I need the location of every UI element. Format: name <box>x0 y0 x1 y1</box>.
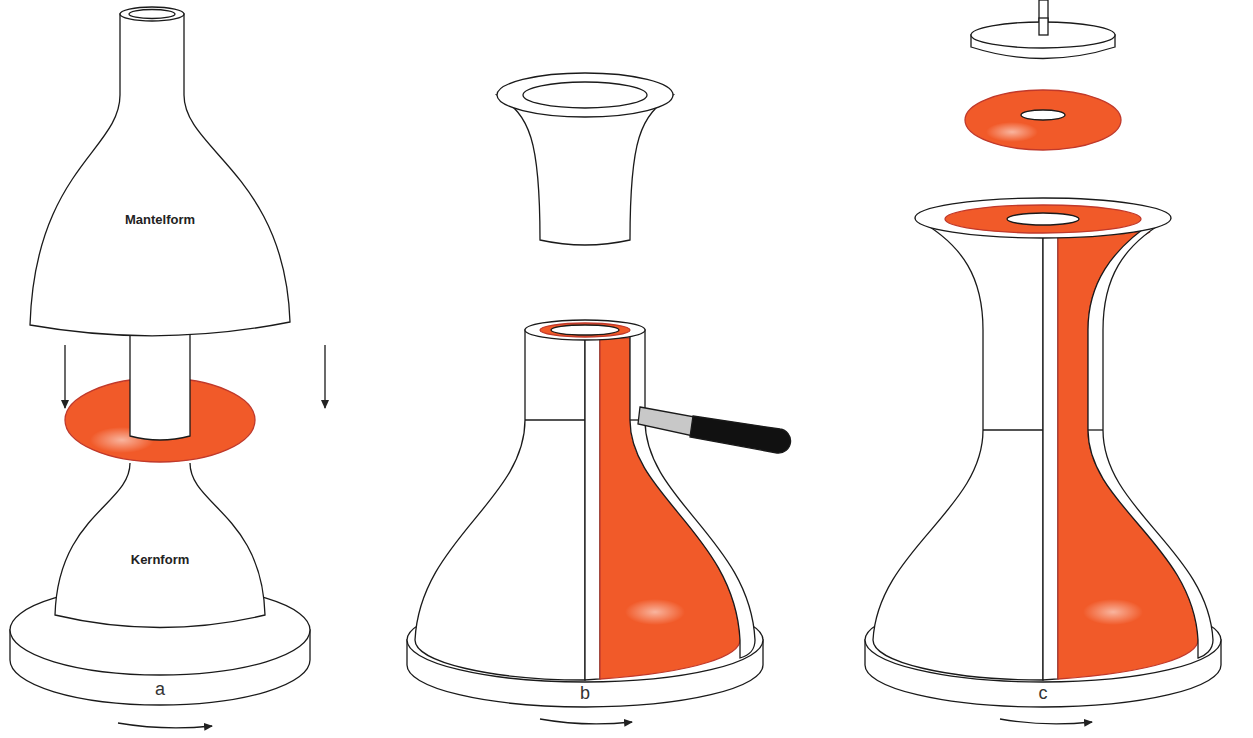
drawing-path <box>55 463 265 628</box>
drawing-path <box>585 330 600 680</box>
drawing-path <box>1088 218 1213 658</box>
drawing-ellipse <box>540 323 630 337</box>
drawing-path <box>638 407 695 436</box>
mantle-mould: Mantelform <box>25 0 300 350</box>
drawing-ellipse <box>1007 213 1079 225</box>
drawing-line <box>983 429 1043 430</box>
drawing-line <box>324 345 325 408</box>
drawing-ellipse <box>129 10 175 19</box>
panel-a-parts <box>10 316 325 728</box>
drawing-path <box>630 330 755 658</box>
drawing-path <box>55 463 265 628</box>
drawing-ellipse <box>625 599 685 625</box>
drawing-ellipse <box>497 73 673 117</box>
drawing-ellipse <box>523 82 647 108</box>
drawing-path <box>690 416 791 453</box>
drawing-path <box>873 218 1043 680</box>
drawing-line <box>64 345 65 408</box>
part-name: Kernform <box>131 552 190 568</box>
drawing-path <box>130 322 190 440</box>
drawing-ellipse <box>915 198 1171 238</box>
drawing-line <box>1088 429 1103 430</box>
panel-b-parts <box>407 73 791 724</box>
drawing-path <box>1058 232 1198 679</box>
panel-c-parts <box>865 0 1221 724</box>
drawing-ellipse <box>945 205 1141 233</box>
drawing-rect <box>1039 18 1048 35</box>
part-name: Mantelform <box>125 212 195 228</box>
drawing-path <box>1043 218 1058 680</box>
drawing-line <box>525 419 585 420</box>
core-mould-outline <box>50 460 270 632</box>
drawing-path <box>1000 719 1092 724</box>
drawing-ellipse <box>1021 110 1065 120</box>
panel-letter: a <box>155 680 165 700</box>
panel-letter: b <box>580 684 590 704</box>
panel-letter: c <box>1039 684 1048 704</box>
drawing-ellipse <box>120 7 184 21</box>
mantle-mould-outline <box>25 0 300 350</box>
drawing-path <box>540 719 632 724</box>
drawing-path <box>415 330 585 680</box>
core-mould: Kernform <box>50 460 270 632</box>
drawing-path <box>118 723 212 728</box>
drawing-path <box>30 14 290 336</box>
drawing-ellipse <box>551 325 619 335</box>
drawing-path <box>600 338 740 679</box>
drawing-ellipse <box>525 320 645 340</box>
drawing-ellipse <box>1083 599 1143 625</box>
drawing-ellipse <box>965 90 1121 150</box>
drawing-ellipse <box>986 122 1038 142</box>
